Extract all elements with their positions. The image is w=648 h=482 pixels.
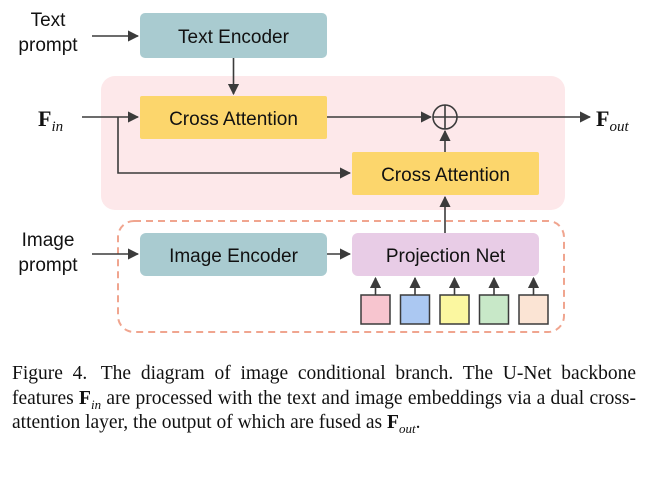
caption-label: Figure 4. xyxy=(12,363,88,384)
text-encoder-block xyxy=(140,13,327,58)
caption-text-1: The diagram of image conditional branch.… xyxy=(12,363,636,409)
f-out-label: Fout xyxy=(596,106,629,135)
token-square-4 xyxy=(478,294,510,325)
text-prompt-label-line2: prompt xyxy=(18,35,78,56)
caption-text-3: . xyxy=(415,412,421,433)
image-prompt-label: Image xyxy=(22,230,75,251)
arrow-f-in-branch-to-lower-attention xyxy=(117,117,352,179)
diagram: Text prompt Image prompt Fin Fout Text E… xyxy=(18,10,629,333)
cross-attention-bottom-block xyxy=(352,152,539,195)
caption-symbol-f-out: Fout xyxy=(387,412,416,436)
image-encoder-label: Image Encoder xyxy=(169,246,299,267)
text-prompt-label: Text xyxy=(31,10,67,31)
cross-attention-top-label: Cross Attention xyxy=(169,109,298,130)
cross-attention-bottom-label: Cross Attention xyxy=(381,165,510,186)
token-square-3 xyxy=(439,294,470,325)
caption-symbol-f-in: Fin xyxy=(79,387,102,412)
projection-net-label: Projection Net xyxy=(386,246,506,267)
cross-attention-top-block xyxy=(140,96,327,139)
caption-text-2: are processed with the text and image em… xyxy=(12,387,637,434)
token-square-2 xyxy=(399,294,431,325)
token-square-5 xyxy=(518,294,549,325)
figure-caption: Figure 4. The diagram of image condition… xyxy=(12,362,636,436)
image-encoder-block xyxy=(140,233,327,276)
token-group xyxy=(360,276,549,325)
token-square-1 xyxy=(360,294,391,325)
f-in-label: Fin xyxy=(38,106,63,135)
image-prompt-label-line2: prompt xyxy=(18,255,78,276)
projection-net-block xyxy=(352,233,539,276)
image-branch-region xyxy=(117,220,565,333)
text-encoder-label: Text Encoder xyxy=(178,27,290,48)
